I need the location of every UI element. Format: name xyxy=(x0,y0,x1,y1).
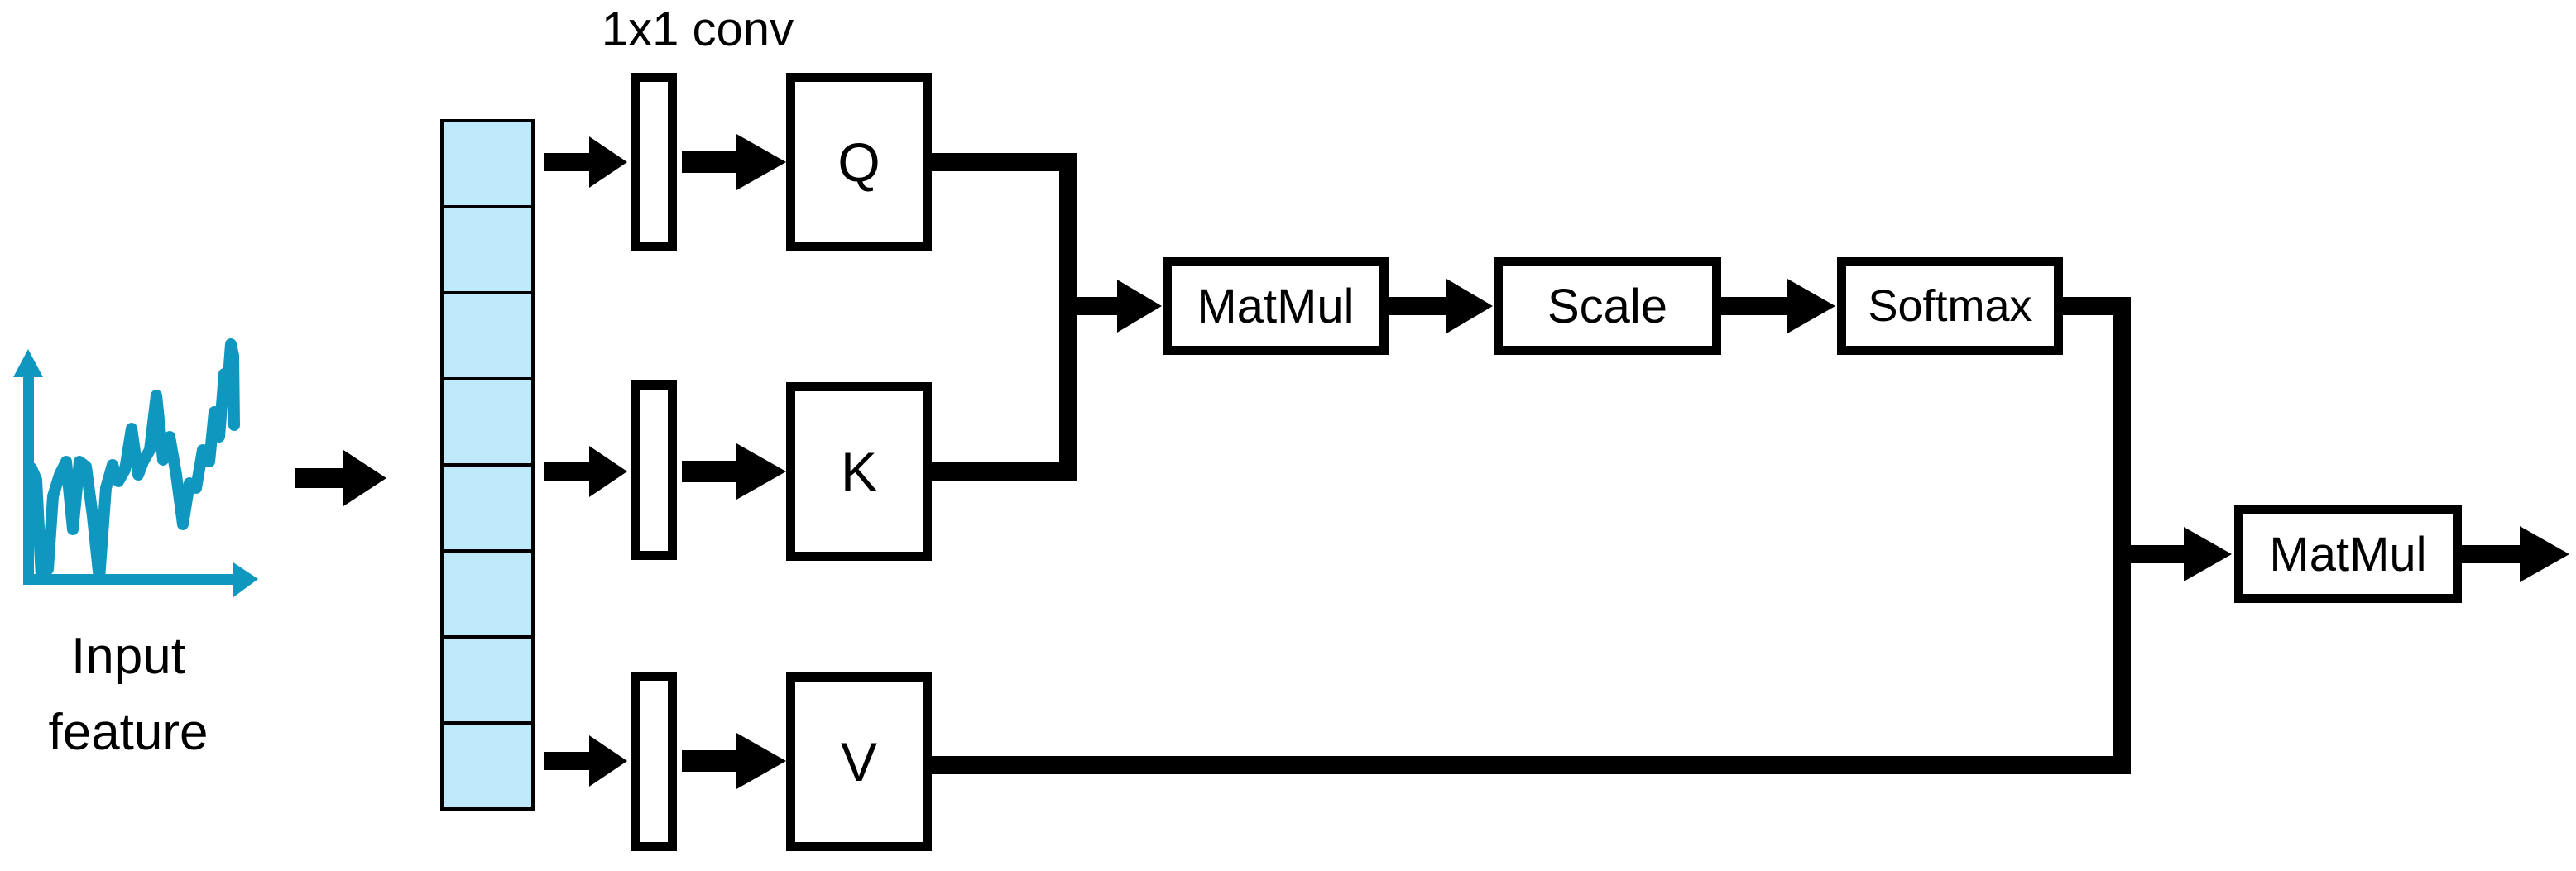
conv-bar-k xyxy=(631,380,677,560)
input-feature-label: Input feature xyxy=(8,619,248,771)
arrow-conv-to-k xyxy=(682,443,786,500)
arrow-matmul1-to-scale xyxy=(1389,279,1493,333)
arrow-junction-to-matmul2 xyxy=(2131,527,2232,581)
chart-x-axis xyxy=(23,574,237,585)
box-matmul1: MatMul xyxy=(1163,257,1389,355)
box-k: K xyxy=(786,382,932,561)
feature-cell xyxy=(444,208,531,294)
arrow-matmul2-output xyxy=(2462,526,2569,582)
feature-cell xyxy=(444,467,531,553)
arrow-conv-to-v xyxy=(682,733,786,789)
input-feature-label-line2: feature xyxy=(48,704,209,761)
chart-x-axis-arrowhead xyxy=(233,562,258,597)
conv-bar-q xyxy=(631,73,677,251)
conv-bar-v xyxy=(631,672,677,851)
conv-label: 1x1 conv xyxy=(601,2,794,56)
arrow-column-to-conv-v xyxy=(544,735,627,787)
arrow-bracket-to-matmul1 xyxy=(1077,280,1162,333)
box-matmul2: MatMul xyxy=(2234,505,2462,603)
chart-series-line xyxy=(26,338,240,585)
feature-cell xyxy=(444,639,531,725)
arrow-conv-to-q xyxy=(682,134,786,190)
feature-cell xyxy=(444,553,531,639)
feature-cell xyxy=(444,122,531,208)
arrow-column-to-conv-q xyxy=(544,136,627,188)
feature-cell xyxy=(444,380,531,467)
chart-y-axis-arrowhead xyxy=(13,349,43,377)
feature-cell xyxy=(444,725,531,807)
arrow-column-to-conv-k xyxy=(544,446,627,497)
connector-v-line xyxy=(932,756,2131,774)
chart-y-axis xyxy=(23,364,34,584)
box-q: Q xyxy=(786,73,932,251)
arrow-input-to-column xyxy=(295,450,386,506)
feature-cell xyxy=(444,294,531,380)
box-v: V xyxy=(786,672,932,851)
input-feature-chart-icon xyxy=(13,338,258,597)
box-scale: Scale xyxy=(1494,257,1721,355)
feature-column xyxy=(440,119,535,811)
connector-q-k-bracket xyxy=(932,153,1077,481)
arrow-scale-to-softmax xyxy=(1721,279,1835,333)
box-softmax: Softmax xyxy=(1837,257,2063,355)
input-feature-label-line1: Input xyxy=(71,628,185,685)
connector-softmax-down xyxy=(2063,297,2131,774)
